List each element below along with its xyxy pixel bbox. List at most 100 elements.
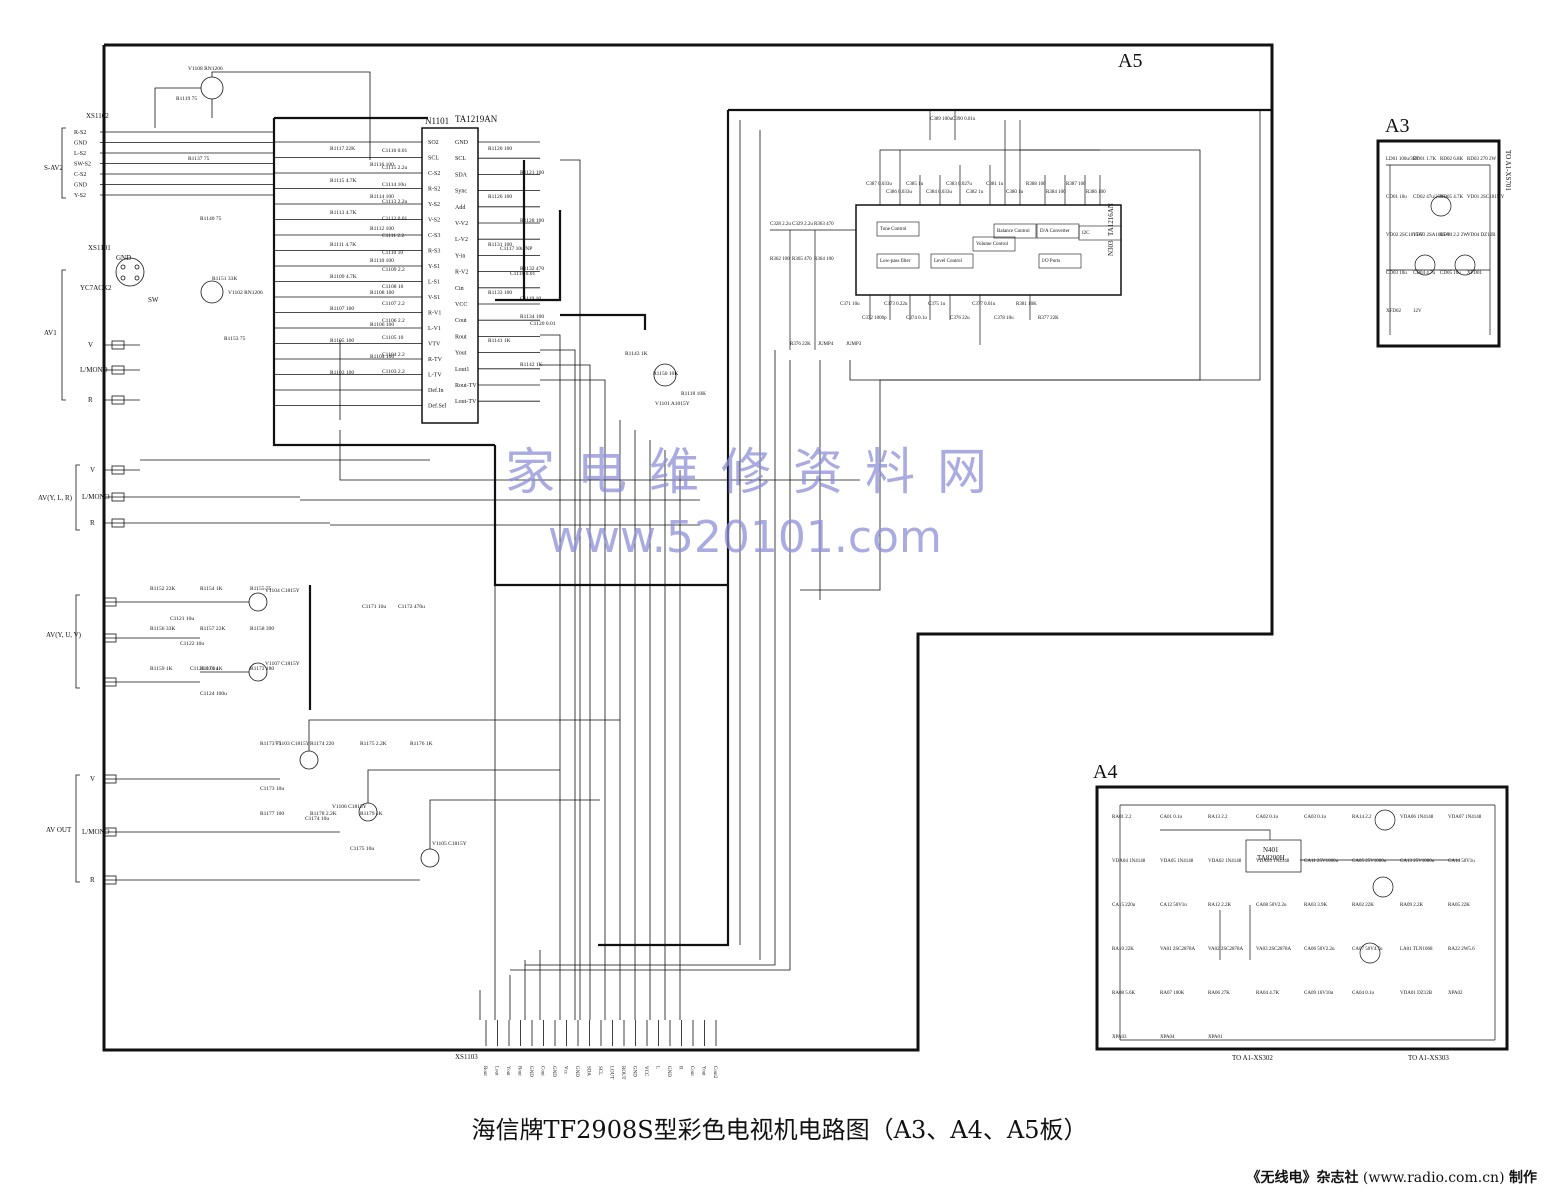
a4-to1: TO A1-XS302: [1232, 1054, 1273, 1062]
resistor-label: R1150 10K: [653, 371, 678, 377]
a3-board-outline: [1376, 139, 1501, 348]
n1101-right-pin: Rout-TV: [455, 383, 477, 389]
resistor-label: R1154 1K: [200, 586, 223, 592]
xs1103-pin-label: LOUT: [609, 1066, 614, 1079]
n1101-left-pin: V-S1: [428, 295, 440, 301]
resistor-label: R1117 22K: [330, 146, 355, 152]
bus-lines: [272, 108, 1272, 947]
credit-made-by: 制作: [1509, 1170, 1537, 1186]
a3-part-label: XFD02: [1386, 309, 1402, 314]
resistor-label: R1112 100: [370, 226, 394, 232]
a3-part-label: RD03 270 2W: [1467, 157, 1496, 162]
n1101-left-pin: V-S2: [428, 218, 440, 224]
transistor-label: V1108 RN1206: [188, 66, 223, 72]
n401-part: TA8200H: [1257, 854, 1285, 862]
resistor-label: R1113 4.7K: [330, 210, 357, 216]
resistor-label: R1179 1K: [360, 811, 383, 817]
capacitor-label: C1173 10u: [260, 786, 284, 792]
svideo-pin-label: L-S2: [74, 151, 86, 157]
a4-part-label: CA12 50V1u: [1160, 903, 1187, 908]
right-wiring: [300, 110, 1261, 1020]
capacitor-label: C1111 2.2: [382, 233, 405, 239]
a4-part-label: VDA06 1N4148: [1400, 815, 1434, 820]
resistor-label: R1157 22K: [200, 626, 225, 632]
transistor-label: V1103 C1815Y: [275, 741, 310, 747]
n303-part-label: R377 22K: [1038, 316, 1059, 321]
capacitor-label: C1112 0.01: [382, 216, 408, 222]
n303-block-label: Low-pass filter: [880, 259, 911, 264]
resistor-label: R1114 100: [370, 194, 394, 200]
capacitor-label: C1121 10u: [170, 616, 194, 622]
n303-part: TA1216AN: [1107, 203, 1115, 236]
n303-part-label: C380 1u: [1006, 190, 1024, 195]
resistor-label: R1153 75: [224, 336, 246, 342]
n303-part-label: C374 0.1u: [906, 316, 927, 321]
credit-url: (www.radio.com.cn): [1362, 1170, 1505, 1186]
resistor-label: R1177 100: [260, 811, 284, 817]
capacitor-label: C1118 0.01: [510, 271, 536, 277]
transistor-label: V1101 A1015Y: [655, 401, 690, 407]
n303-part-label: C383 0.027u: [946, 182, 972, 187]
resistor-label: R1104 100: [370, 354, 394, 360]
resistor-label: R1140 75: [200, 216, 222, 222]
av3-label: AV(Y, U, V): [46, 631, 82, 639]
resistor-label: R1158 390: [250, 626, 274, 632]
n1101-right-wires: [478, 141, 540, 402]
resistor-label: R1119 75: [176, 96, 197, 102]
n303-part-label: R387 100: [1066, 182, 1086, 187]
resistor-label: R1155 75: [250, 586, 272, 592]
n1101-ref: N1101: [425, 116, 449, 126]
resistor-label: R1152 22K: [150, 586, 175, 592]
a4-part-label: CA02 0.1u: [1256, 815, 1278, 820]
publisher-credit: 《无线电》杂志社 (www.radio.com.cn) 制作: [1246, 1167, 1537, 1187]
resistor-label: R1108 100: [370, 290, 394, 296]
capacitor-label: C1122 10u: [180, 641, 204, 647]
xs1103-pin-label: Rout: [517, 1066, 522, 1076]
xs1103-pin-label: GND: [574, 1066, 579, 1077]
n303-part-label: JUMP3: [846, 342, 862, 347]
watermark-url: www.520101.com: [548, 512, 942, 563]
n1101-right-pin: VCC: [455, 302, 467, 308]
n303-part-label: R381 10K: [1016, 302, 1037, 307]
av3-section: [75, 592, 268, 689]
n303-block-label: I2C: [1082, 231, 1090, 236]
xs1102-label: XS1102: [86, 112, 109, 120]
a3-part-label: CD03 10u: [1386, 271, 1407, 276]
n1101-left-pin: SCL: [428, 156, 439, 162]
a5-board-label: A5: [1118, 50, 1142, 72]
xs1103-pin-label: GND: [666, 1066, 671, 1077]
n1101-right-pin: Add: [455, 205, 465, 211]
a3-part-label: RD05 4.7K: [1440, 195, 1463, 200]
a3-part-label: VD02 2SC1815-Y: [1386, 233, 1424, 238]
xs1103-pin-label: Lout: [494, 1066, 499, 1076]
n1101-right-pin: Rout: [455, 334, 467, 340]
n303-block-label: I/O Ports: [1042, 259, 1060, 264]
n303-part-label: C385 1u: [906, 182, 924, 187]
a4-part-label: RA06 27K: [1208, 991, 1230, 996]
a4-part-label: CA09 16V10u: [1304, 991, 1334, 996]
transistor-label: V1102 RN1206: [228, 290, 263, 296]
av2-label: AV(Y, L, R): [38, 494, 73, 502]
resistor-label: R1106 100: [370, 322, 394, 328]
n1101-left-pin: Def.In: [428, 387, 444, 394]
av2-section: [75, 459, 430, 531]
a3-part-label: RD02 6.8K: [1440, 157, 1463, 162]
a4-part-label: RA02 22K: [1352, 903, 1374, 908]
capacitor-label: C1109 2.2: [382, 267, 405, 273]
avout-v-label: V: [90, 775, 95, 783]
n1101-right-pin: GND: [455, 140, 469, 146]
a4-part-label: CA06 50V2.2u: [1304, 947, 1335, 952]
a4-board-outline: [1095, 785, 1509, 1051]
transistor-group: [154, 71, 677, 387]
capacitor-label: C1103 2.2: [382, 369, 405, 375]
a4-part-label: RA12 2.2K: [1208, 903, 1231, 908]
av2-l-label: L/MONO: [82, 493, 110, 501]
n303-part-label: JUMP4: [818, 342, 834, 347]
a3-part-label: CD01 10u: [1386, 195, 1407, 200]
n1101-part: TA1219AN: [455, 114, 498, 124]
a4-part-label: VA03 2SC2878A: [1256, 947, 1291, 952]
a3-part-label: LD01 100u/35V: [1386, 157, 1419, 162]
resistor-label: R1131 100: [488, 242, 512, 248]
